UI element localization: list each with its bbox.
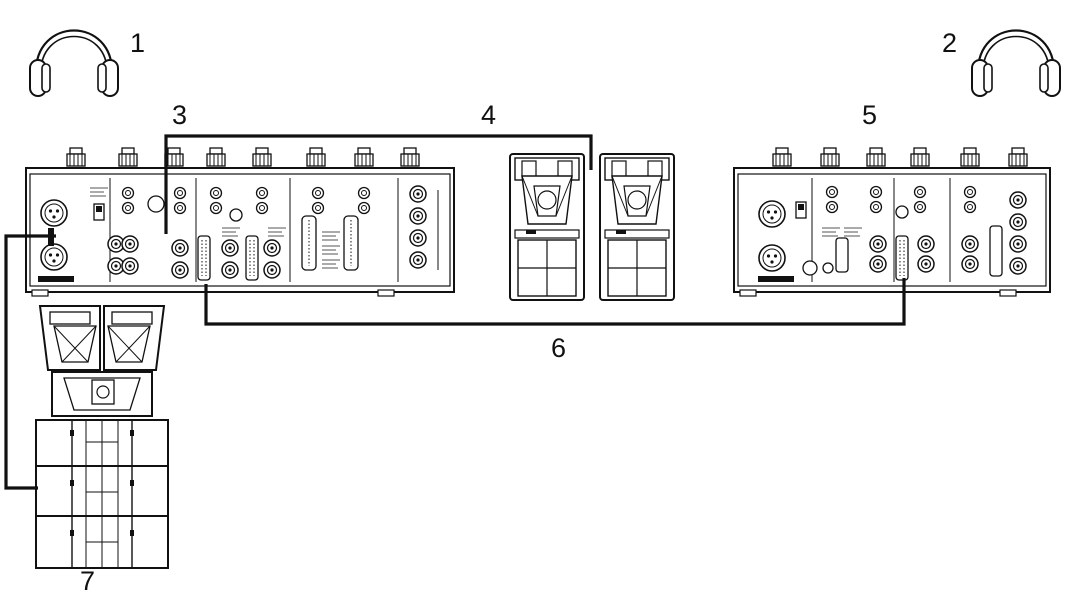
mixer-left: [25, 147, 455, 297]
booth-cable: [164, 134, 593, 234]
main-speaker-stack: [35, 305, 169, 569]
booth-monitor-left: [509, 153, 585, 301]
label-headphones-2: 2: [942, 28, 958, 58]
mixer-right: [733, 147, 1051, 297]
link-cable: [204, 278, 906, 326]
main-output-cable: [4, 234, 56, 490]
label-booth-monitors: 4: [481, 100, 497, 130]
label-mixer-right: 5: [862, 100, 878, 130]
headphones-1-icon: [28, 29, 120, 98]
headphones-2-icon: [970, 29, 1062, 98]
label-booth-cable: 3: [172, 100, 188, 130]
booth-monitor-right: [599, 153, 675, 301]
label-link-cable: 6: [551, 333, 567, 363]
label-main-speakers: 7: [80, 566, 96, 596]
label-headphones-1: 1: [130, 28, 146, 58]
